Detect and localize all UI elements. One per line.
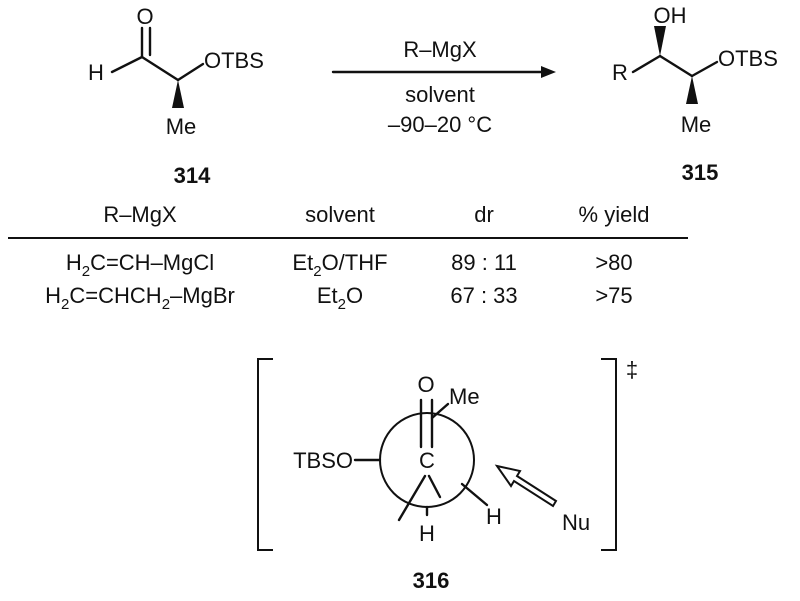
condition-solvent: solvent (405, 82, 475, 107)
condition-temperature: –90–20 °C (388, 112, 492, 137)
ts-hydrogen-bottom: H (419, 521, 435, 546)
ts-tbso: TBSO (293, 448, 353, 473)
bond-front-left (397, 474, 427, 522)
compound-label-315: 315 (682, 160, 719, 185)
bond-c-h-right (460, 482, 489, 507)
row2-dr: 67 : 33 (450, 283, 517, 308)
product-hydroxyl: OH (654, 3, 687, 28)
bond-c-otbs (690, 60, 719, 78)
reactant-otbs: OTBS (204, 48, 264, 73)
product-structure: OH R OTBS Me 315 (612, 3, 778, 185)
bond-front-right (427, 474, 442, 499)
reactant-hydrogen: H (88, 60, 104, 85)
results-table: R–MgX solvent dr % yield H2C=CH–MgCl Et2… (8, 202, 688, 313)
row2-yield: >75 (595, 283, 632, 308)
ts-nucleophile: Nu (562, 510, 590, 535)
ts-hydrogen-right: H (486, 504, 502, 529)
bond-c-me (430, 402, 450, 420)
reactant-methyl: Me (166, 114, 197, 139)
nucleophile-attack-arrow (494, 464, 558, 508)
wedge-bond-me (686, 76, 698, 104)
table-row: H2C=CH–MgCl Et2O/THF 89 : 11 >80 (66, 250, 633, 280)
bond-c-c (658, 54, 694, 78)
wedge-bond-me (172, 80, 184, 108)
bond-c-otbs (176, 62, 205, 82)
product-r-group: R (612, 60, 628, 85)
reactant-oxygen: O (136, 4, 153, 29)
row1-dr: 89 : 11 (451, 250, 517, 275)
reaction-arrow-head (541, 66, 556, 78)
table-header-yield: % yield (579, 202, 650, 227)
compound-label-314: 314 (174, 163, 211, 188)
bond-c-c (140, 55, 180, 82)
transition-state-dagger: ‡ (626, 357, 638, 382)
condition-reagent: R–MgX (403, 37, 477, 62)
transition-state: ‡ O Me C TBSO H H Nu 316 (257, 357, 638, 593)
reaction-arrow-group: R–MgX solvent –90–20 °C (331, 37, 556, 137)
wedge-bond-oh (654, 26, 666, 56)
table-header-solvent: solvent (305, 202, 375, 227)
product-otbs: OTBS (718, 46, 778, 71)
row1-reagent: H2C=CH–MgCl (66, 250, 214, 280)
row2-solvent: Et2O (317, 283, 363, 313)
compound-label-316: 316 (413, 568, 450, 593)
left-bracket (257, 358, 273, 551)
row1-yield: >80 (595, 250, 632, 275)
row2-reagent: H2C=CHCH2–MgBr (45, 283, 235, 313)
table-row: H2C=CHCH2–MgBr Et2O 67 : 33 >75 (45, 283, 633, 313)
ts-carbon: C (419, 448, 435, 473)
table-header-dr: dr (474, 202, 494, 227)
product-methyl: Me (681, 112, 712, 137)
ts-oxygen: O (417, 372, 434, 397)
right-bracket (601, 358, 617, 551)
reactant-structure: O H OTBS Me 314 (88, 4, 264, 188)
table-header-reagent: R–MgX (103, 202, 177, 227)
row1-solvent: Et2O/THF (292, 250, 387, 280)
bond-h-c (110, 55, 144, 74)
bond-r-c (631, 54, 662, 74)
ts-methyl: Me (449, 384, 480, 409)
